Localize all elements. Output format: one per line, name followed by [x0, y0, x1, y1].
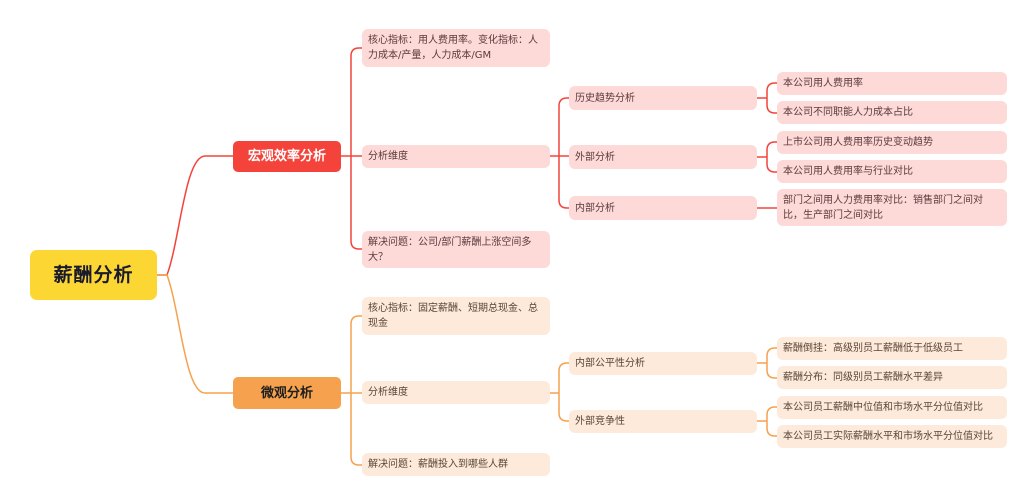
node-label: 外部分析 — [575, 151, 615, 163]
node-label: 内部公平性分析 — [575, 358, 645, 369]
macro-dimensions-node[interactable]: 分析维度 — [362, 145, 550, 168]
node-label: 分析维度 — [368, 151, 408, 162]
macro-problem-node[interactable]: 解决问题：公司/部门薪酬上涨空间多大？ — [362, 231, 550, 268]
node-label: 核心指标：固定薪酬、短期总现金、总现金 — [368, 303, 538, 329]
node-label: 本公司用人费用率与行业对比 — [783, 166, 913, 177]
branch-micro-analysis[interactable]: 微观分析 — [233, 377, 341, 409]
node-label: 本公司用人费用率 — [783, 78, 863, 89]
root-node[interactable]: 薪酬分析 — [30, 250, 157, 300]
internal-fairness-node[interactable]: 内部公平性分析 — [569, 352, 757, 375]
micro-core-metrics-node[interactable]: 核心指标：固定薪酬、短期总现金、总现金 — [362, 297, 550, 335]
leaf-node[interactable]: 本公司用人费用率与行业对比 — [777, 160, 1007, 183]
leaf-node[interactable]: 部门之间用人力费用率对比：销售部门之间对比，生产部门之间对比 — [777, 189, 1007, 226]
node-label: 分析维度 — [368, 387, 408, 398]
macro-core-metrics-node[interactable]: 核心指标：用人费用率。变化指标：人力成本/产量，人力成本/GM — [362, 29, 550, 67]
node-label: 解决问题：薪酬投入到哪些人群 — [368, 459, 508, 470]
leaf-node[interactable]: 本公司用人费用率 — [777, 72, 1007, 95]
node-label: 本公司员工实际薪酬水平和市场水平分位值对比 — [783, 431, 993, 442]
root-label: 薪酬分析 — [53, 263, 134, 286]
leaf-node[interactable]: 本公司不同职能人力成本占比 — [777, 101, 1007, 124]
external-competitiveness-node[interactable]: 外部竞争性 — [569, 410, 757, 433]
leaf-node[interactable]: 薪酬倒挂：高级别员工薪酬低于低级员工 — [777, 337, 1007, 360]
node-label: 解决问题：公司/部门薪酬上涨空间多大？ — [368, 236, 532, 263]
node-label: 薪酬倒挂：高级别员工薪酬低于低级员工 — [783, 343, 963, 354]
node-label: 上市公司用人费用率历史变动趋势 — [783, 137, 933, 148]
node-label: 本公司不同职能人力成本占比 — [783, 107, 913, 118]
node-label: 核心指标：用人费用率。变化指标：人力成本/产量，人力成本/GM — [368, 35, 538, 61]
node-label: 部门之间用人力费用率对比：销售部门之间对比，生产部门之间对比 — [783, 194, 983, 221]
external-analysis-node[interactable]: 外部分析 — [569, 145, 757, 169]
branch-label: 微观分析 — [260, 385, 313, 401]
leaf-node[interactable]: 上市公司用人费用率历史变动趋势 — [777, 131, 1007, 154]
node-label: 外部竞争性 — [575, 416, 625, 427]
node-label: 内部分析 — [575, 202, 615, 214]
micro-problem-node[interactable]: 解决问题：薪酬投入到哪些人群 — [362, 453, 550, 476]
branch-label: 宏观效率分析 — [247, 149, 326, 164]
node-label: 历史趋势分析 — [575, 92, 635, 104]
branch-macro-efficiency[interactable]: 宏观效率分析 — [233, 141, 341, 172]
leaf-node[interactable]: 薪酬分布：同级别员工薪酬水平差异 — [777, 366, 1007, 389]
leaf-node[interactable]: 本公司员工薪酬中位值和市场水平分位值对比 — [777, 396, 1007, 419]
historical-trend-node[interactable]: 历史趋势分析 — [569, 86, 757, 110]
internal-analysis-node[interactable]: 内部分析 — [569, 196, 757, 220]
node-label: 本公司员工薪酬中位值和市场水平分位值对比 — [783, 402, 983, 413]
leaf-node[interactable]: 本公司员工实际薪酬水平和市场水平分位值对比 — [777, 425, 1007, 448]
node-label: 薪酬分布：同级别员工薪酬水平差异 — [783, 372, 943, 383]
micro-dimensions-node[interactable]: 分析维度 — [362, 381, 550, 404]
